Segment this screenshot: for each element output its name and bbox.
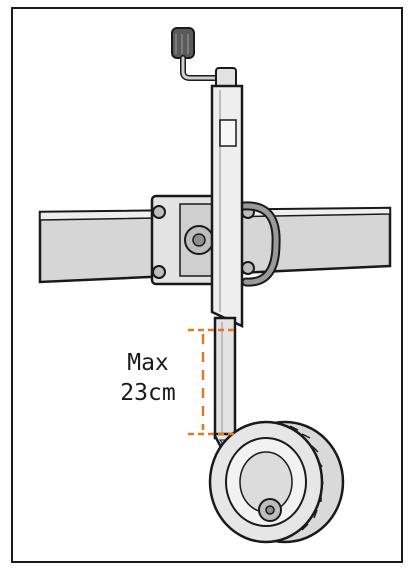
clamp-bracket: [150, 194, 255, 286]
inner-tube: [213, 316, 237, 440]
clamp-handle: [239, 201, 281, 287]
bolt-icon: [241, 261, 255, 275]
dimension-label-max: Max: [127, 350, 169, 376]
bolt-icon: [152, 265, 166, 279]
jockey-wheel: [208, 420, 345, 544]
outer-tube: [210, 84, 244, 328]
crank-handle: [171, 27, 237, 89]
height-dimension-marker: [188, 328, 238, 436]
bolt-icon: [152, 205, 166, 219]
dimension-label-value: 23cm: [120, 380, 176, 406]
